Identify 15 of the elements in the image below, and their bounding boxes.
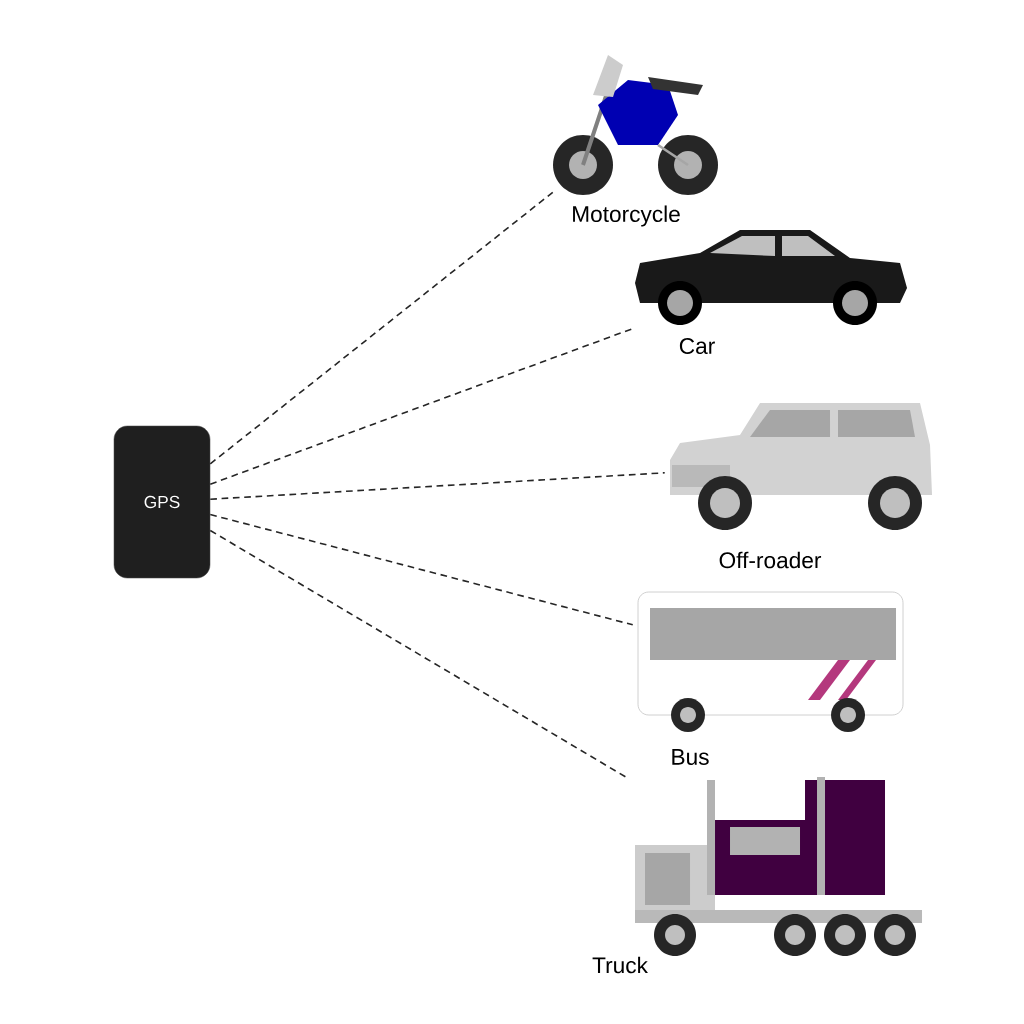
dashed-line [209,513,634,626]
vehicle-label: Off-roader [719,551,822,569]
bus-drawing [637,591,904,732]
truck-drawing [635,777,922,956]
vehicle-label: Bus [672,749,709,765]
off-roader-drawing [670,403,932,530]
vehicle-label: Car [679,338,715,355]
car-drawing [635,230,907,325]
dashed-line [209,191,554,465]
dashed-line [209,472,666,500]
vehicle-label: Truck [592,956,648,974]
gps-tracker-box: GPS [113,425,211,579]
dashed-line [209,529,629,779]
motorcycle-drawing [553,55,718,195]
vehicle-label: Motorcycle [573,205,680,227]
